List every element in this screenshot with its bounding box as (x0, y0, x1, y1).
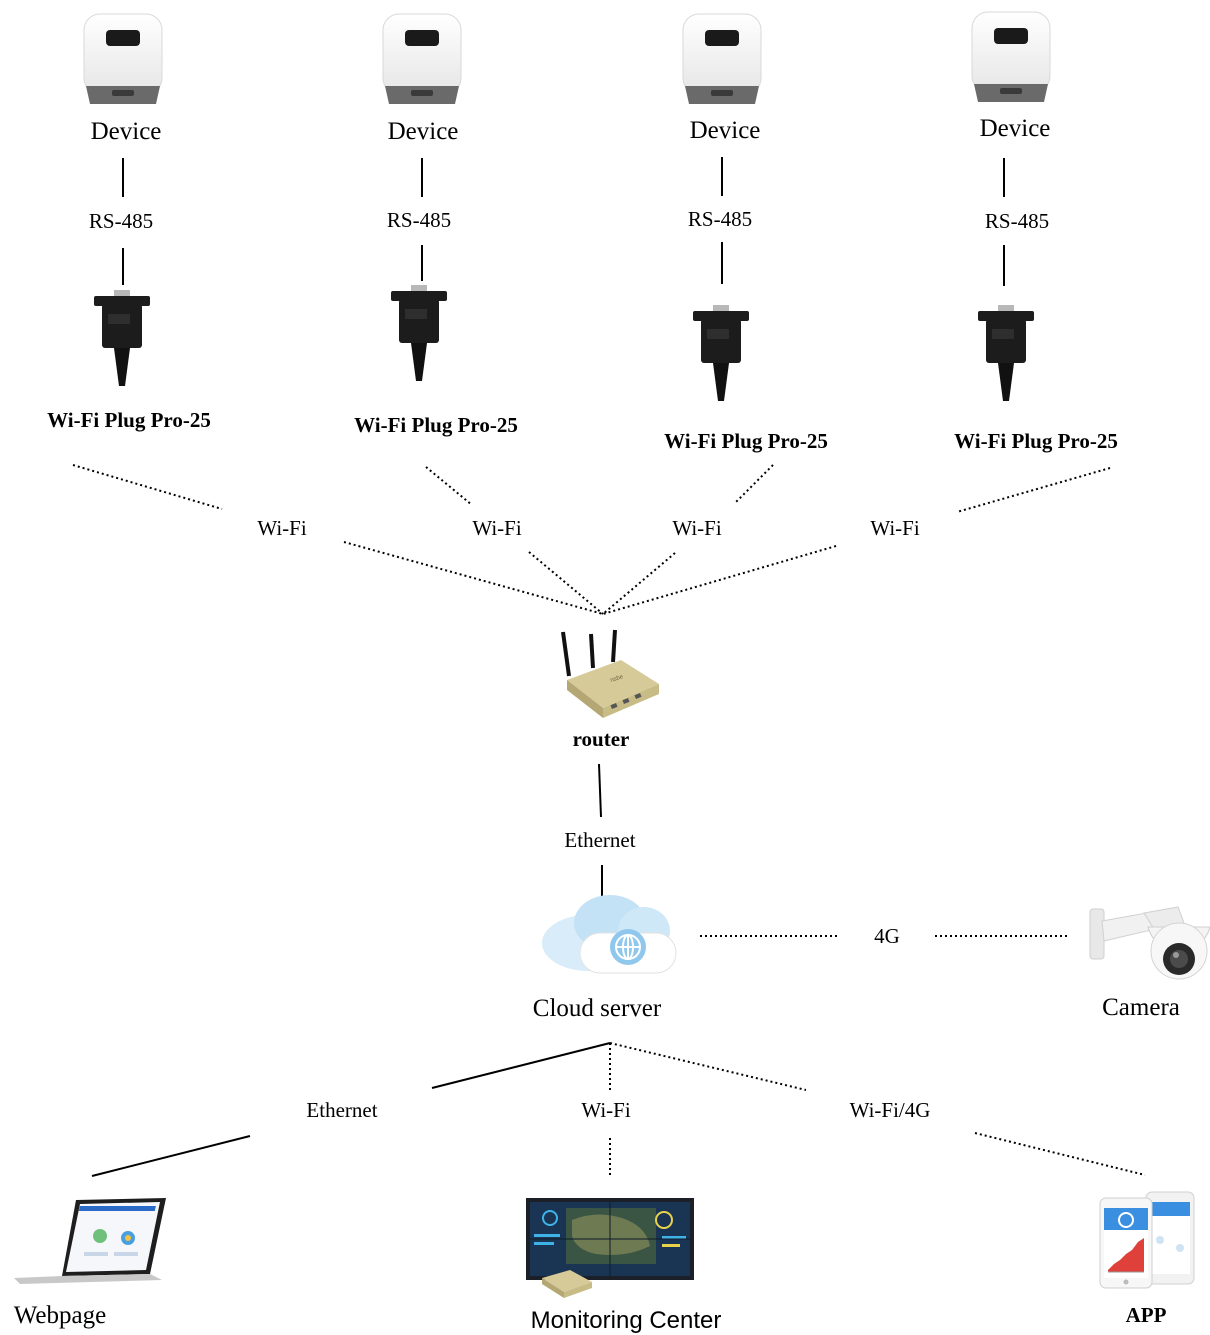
wifi-dotted-line (602, 552, 676, 615)
device-icon (971, 11, 1051, 102)
svg-text:nsbe: nsbe (610, 674, 625, 684)
wifi-dotted-line (734, 464, 774, 504)
device-icon (682, 13, 762, 104)
rs485-label: RS-485 (88, 209, 154, 233)
app-label: APP (1125, 1303, 1167, 1327)
wifi-label: Wi-Fi (257, 516, 307, 540)
device-icon (83, 13, 163, 104)
wifi-dotted-line (72, 464, 223, 510)
wifi-plug-icon (978, 305, 1034, 401)
camera-icon (1089, 906, 1210, 980)
mobile-app-icon (1099, 1191, 1195, 1289)
wifi-plug-icon (94, 290, 150, 386)
wifi-dotted-line (602, 545, 837, 615)
wifi-label: Wi-Fi (472, 516, 522, 540)
ethernet-line (598, 763, 602, 818)
rs485-label: RS-485 (984, 209, 1050, 233)
wifi-dotted-line (425, 466, 473, 506)
router-icon: nsbe (561, 629, 659, 718)
wifi-plug-label: Wi-Fi Plug Pro-25 (47, 408, 211, 432)
monitoring-center-icon (526, 1198, 694, 1298)
wifi-plug-icon (693, 305, 749, 401)
wifi-label: Wi-Fi (672, 516, 722, 540)
router-label: router (572, 727, 630, 751)
wifi-plug-label: Wi-Fi Plug Pro-25 (664, 429, 828, 453)
4g-label: 4G (874, 924, 900, 948)
ethernet-label: Ethernet (564, 828, 636, 852)
wifi-4g-label: Wi-Fi/4G (849, 1098, 931, 1122)
wifi4g-dotted-line (609, 1042, 807, 1091)
wifi-label: Wi-Fi (870, 516, 920, 540)
laptop-icon (14, 1198, 166, 1284)
wifi-dotted-line (956, 467, 1111, 513)
wifi-plug-label: Wi-Fi Plug Pro-25 (954, 429, 1118, 453)
webpage-label: Webpage (13, 1302, 107, 1329)
ethernet-line (91, 1135, 251, 1177)
wifi-plug-icon (391, 285, 447, 381)
rs485-label: RS-485 (386, 208, 452, 232)
wifi-dotted-line (528, 551, 604, 615)
camera-label: Camera (1102, 994, 1180, 1021)
cloud-server-icon (542, 895, 677, 974)
ethernet-label: Ethernet (306, 1098, 378, 1122)
wifi-plug-label: Wi-Fi Plug Pro-25 (354, 413, 518, 437)
wifi4g-dotted-line (974, 1132, 1146, 1176)
cloud-server-label: Cloud server (532, 995, 662, 1022)
device-label: Device (979, 115, 1051, 142)
device-icon (382, 13, 462, 104)
ethernet-line (431, 1042, 611, 1089)
device-label: Device (689, 117, 761, 144)
wifi-dotted-line (343, 541, 604, 615)
device-label: Device (90, 118, 162, 145)
rs485-label: RS-485 (687, 207, 753, 231)
wifi-label: Wi-Fi (581, 1098, 631, 1122)
device-label: Device (387, 118, 459, 145)
monitoring-center-label: Monitoring Center (530, 1307, 722, 1334)
